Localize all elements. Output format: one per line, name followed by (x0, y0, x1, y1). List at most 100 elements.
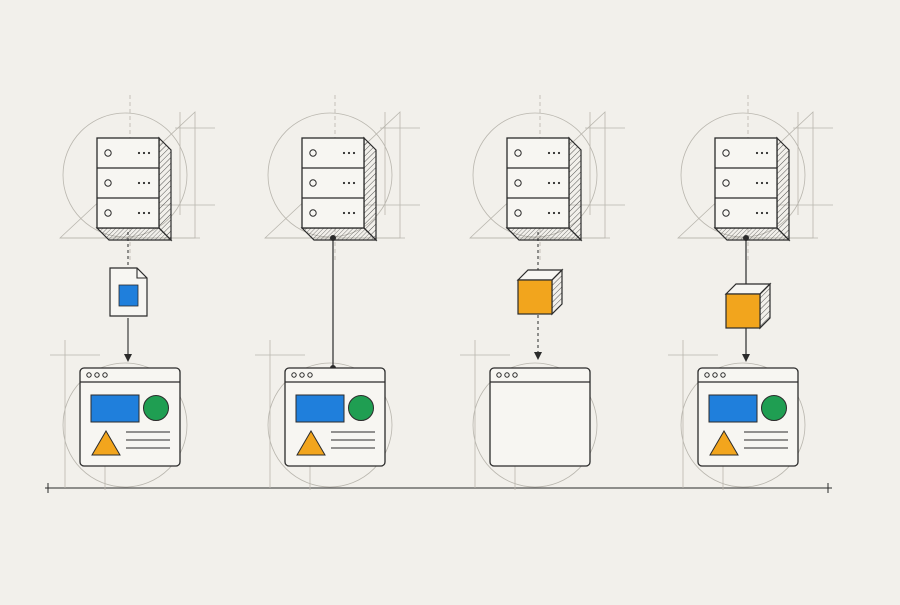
server-side (363, 136, 377, 242)
server-dot (547, 211, 551, 215)
column-4 (668, 95, 833, 490)
server-bottom (713, 227, 791, 241)
server-dot (142, 151, 146, 155)
server-bottom (300, 227, 378, 241)
window-control-icon (299, 372, 305, 378)
window-control-icon (102, 372, 108, 378)
server-dot (765, 211, 769, 215)
image-block (90, 394, 140, 423)
server-dot (765, 181, 769, 185)
server-rack-icon (300, 136, 378, 242)
window-control-icon (704, 372, 710, 378)
server-bottom (95, 227, 173, 241)
server-dot (147, 151, 151, 155)
server-led-icon (514, 179, 522, 187)
image-block (708, 394, 758, 423)
server-dot (557, 181, 561, 185)
server-dot (557, 151, 561, 155)
window-control-icon (291, 372, 297, 378)
window-control-icon (86, 372, 92, 378)
browser-frame (489, 367, 591, 467)
arrowhead (124, 354, 132, 362)
server-dot (137, 211, 141, 215)
server-dot (552, 211, 556, 215)
cube-front (517, 279, 553, 315)
window-control-icon (720, 372, 726, 378)
cube-icon (516, 268, 564, 316)
server-dot (547, 181, 551, 185)
triangle-shape (296, 430, 326, 456)
guide-circle (267, 362, 393, 488)
document-image (118, 284, 139, 307)
server-dot (147, 181, 151, 185)
server-dot (765, 151, 769, 155)
window-control-icon (712, 372, 718, 378)
guide-circle (62, 362, 188, 488)
server-led-icon (104, 179, 112, 187)
server-led-icon (514, 209, 522, 217)
server-led-icon (722, 179, 730, 187)
server-led-icon (104, 209, 112, 217)
server-rack-icon (505, 136, 583, 242)
server-dot (352, 181, 356, 185)
document-icon (109, 267, 148, 317)
server-dot (760, 181, 764, 185)
server-dot (557, 211, 561, 215)
server-dot (147, 211, 151, 215)
window-control-icon (504, 372, 510, 378)
guide-circle (472, 362, 598, 488)
server-led-icon (309, 179, 317, 187)
window-control-icon (307, 372, 313, 378)
server-dot (755, 181, 759, 185)
server-dot (552, 151, 556, 155)
triangle-shape (91, 430, 121, 456)
server-side (158, 136, 172, 242)
server-dot (142, 211, 146, 215)
server-led-icon (722, 209, 730, 217)
server-dot (760, 211, 764, 215)
server-led-icon (722, 149, 730, 157)
browser-window-icon (489, 367, 591, 467)
guide-circle (680, 362, 806, 488)
browser-window-icon (284, 367, 386, 467)
server-dot (137, 151, 141, 155)
window-control-icon (496, 372, 502, 378)
server-dot (342, 211, 346, 215)
server-led-icon (309, 149, 317, 157)
baseline (45, 483, 832, 493)
server-dot (347, 181, 351, 185)
server-rack-icon (95, 136, 173, 242)
server-side (568, 136, 582, 242)
server-dot (547, 151, 551, 155)
browser-window-icon (79, 367, 181, 467)
column-3 (460, 95, 625, 490)
arrowhead (534, 352, 542, 360)
circle-shape (348, 395, 374, 421)
document-fold (136, 268, 147, 279)
column-2 (255, 95, 420, 490)
arrowhead (742, 354, 750, 362)
server-dot (137, 181, 141, 185)
browser-window-icon (697, 367, 799, 467)
server-bottom (505, 227, 583, 241)
server-dot (347, 151, 351, 155)
server-led-icon (514, 149, 522, 157)
server-led-icon (104, 149, 112, 157)
circle-shape (143, 395, 169, 421)
server-rack-icon (713, 136, 791, 242)
server-dot (342, 151, 346, 155)
server-dot (347, 211, 351, 215)
server-dot (342, 181, 346, 185)
server-dot (142, 181, 146, 185)
server-dot (760, 151, 764, 155)
circle-shape (761, 395, 787, 421)
column-1 (50, 95, 215, 490)
server-side (776, 136, 790, 242)
server-dot (352, 151, 356, 155)
server-dot (352, 211, 356, 215)
cube-icon (724, 282, 772, 330)
window-control-icon (512, 372, 518, 378)
server-dot (552, 181, 556, 185)
cube-front (725, 293, 761, 329)
